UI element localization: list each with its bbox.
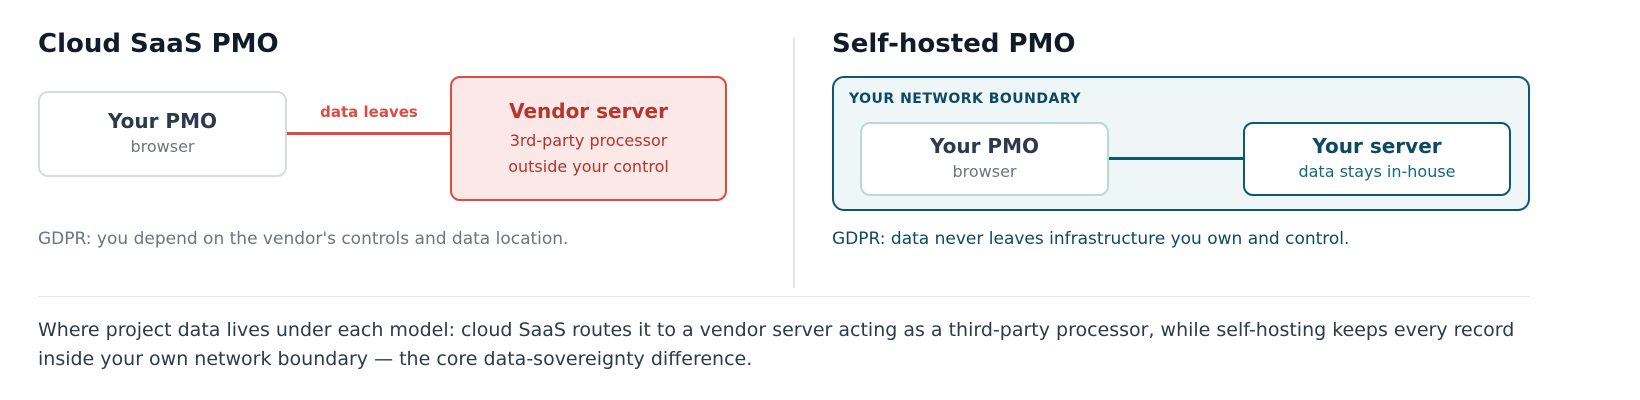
figure-caption: Where project data lives under each mode…: [38, 319, 1515, 370]
saas-pmo-box: Your PMO browser: [38, 91, 287, 177]
network-boundary-label: YOUR NETWORK BOUNDARY: [849, 91, 1082, 107]
in-house-connector: [1109, 157, 1244, 160]
saas-pmo-sub: browser: [130, 137, 195, 156]
saas-gdpr-note: GDPR: you depend on the vendor's control…: [38, 229, 569, 249]
caption-divider: [38, 296, 1530, 297]
data-leaves-connector: [287, 132, 451, 135]
selfhosted-gdpr-note: GDPR: data never leaves infrastructure y…: [832, 229, 1350, 249]
selfhosted-pmo-name: Your PMO: [929, 134, 1039, 158]
vendor-server-name: Vendor server: [509, 98, 668, 123]
your-server-name: Your server: [1312, 134, 1442, 158]
vendor-server-line2: outside your control: [508, 156, 669, 176]
vendor-server-line1: 3rd-party processor: [509, 130, 668, 150]
data-leaves-label: data leaves: [320, 103, 418, 121]
your-server-sub: data stays in-house: [1298, 162, 1456, 181]
selfhosted-pmo-sub: browser: [952, 162, 1017, 181]
self-hosted-title: Self-hosted PMO: [832, 29, 1076, 59]
saas-pmo-name: Your PMO: [107, 109, 217, 133]
selfhosted-pmo-box: Your PMO browser: [860, 122, 1109, 196]
panel-divider: [793, 38, 795, 288]
cloud-saas-title: Cloud SaaS PMO: [38, 29, 279, 59]
vendor-server-box: Vendor server 3rd-party processor outsid…: [450, 76, 727, 201]
your-server-box: Your server data stays in-house: [1243, 122, 1511, 196]
